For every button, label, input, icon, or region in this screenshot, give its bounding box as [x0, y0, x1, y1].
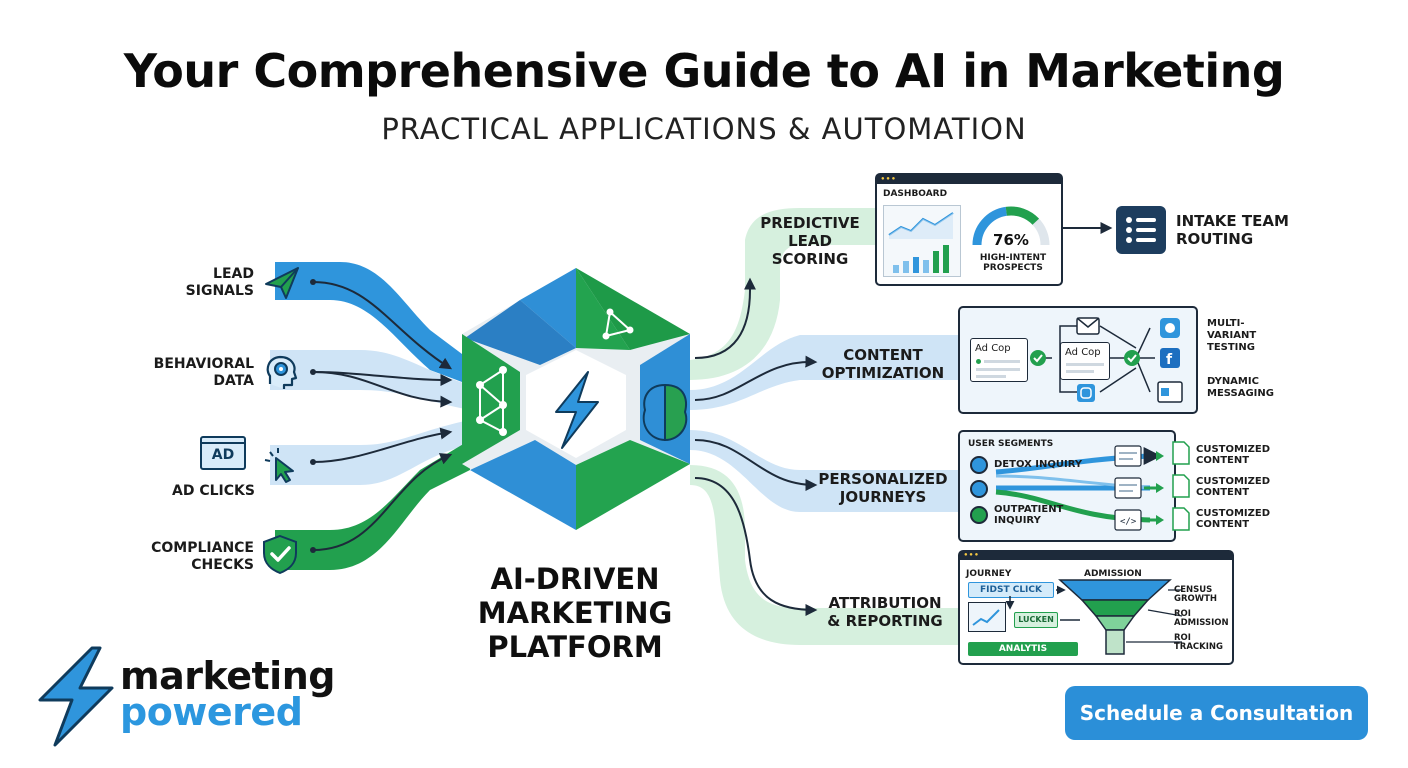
user-segments-card: USER SEGMENTS </> DETOX INQUIRY OUTPATIE…	[958, 430, 1176, 542]
input-ad-clicks-label: AD CLICKS	[172, 483, 255, 499]
intent-gauge	[972, 206, 1050, 246]
first-click-tag: FIDST CLICK	[968, 582, 1054, 598]
cursor-click-icon	[264, 448, 294, 483]
ad-copy-card-1: Ad Cop	[970, 338, 1028, 382]
ad-copy-card-2: Ad Cop	[1060, 342, 1110, 380]
user-avatar-icon	[970, 480, 988, 498]
dashboard-charts	[883, 205, 961, 277]
logo-lightning-icon	[38, 646, 114, 747]
journey-column-label: JOURNEY	[966, 569, 1012, 579]
band-out-scoring	[690, 208, 880, 380]
attribution-card: ● ● ● JOURNEY ADMISSION FIDST CLICK LUCK…	[958, 550, 1234, 665]
gauge-value: 76%	[993, 231, 1029, 249]
lightning-icon	[555, 371, 599, 449]
page-subtitle: PRACTICAL APPLICATIONS & AUTOMATION	[381, 112, 1027, 146]
trend-chart-icon	[968, 602, 1006, 632]
window-dots-icon: ● ● ●	[964, 552, 979, 558]
band-lead-signals	[275, 262, 470, 385]
paper-plane-icon	[265, 267, 299, 299]
brain-icon	[642, 383, 688, 442]
list-icon	[1116, 206, 1166, 254]
segment-flows: </>	[995, 445, 1164, 531]
schedule-consultation-button[interactable]: Schedule a Consultation	[1065, 686, 1368, 740]
admission-column-label: ADMISSION	[1084, 569, 1142, 579]
document-icons	[1172, 441, 1190, 531]
ad-badge: AD	[211, 447, 235, 463]
content-optimization-card: f Ad Cop Ad Cop	[958, 306, 1198, 414]
admission-funnel	[1005, 579, 1183, 655]
head-gear-icon	[266, 355, 298, 389]
segment-detox-label: DETOX INQUIRY	[994, 459, 1083, 470]
window-dots-icon: ● ● ●	[881, 176, 896, 182]
variant-flow: f	[1030, 317, 1183, 403]
output-attribution-label: ATTRIBUTION& REPORTING	[827, 594, 943, 630]
lucken-tag: LUCKEN	[1014, 612, 1058, 628]
user-avatar-icon	[970, 456, 988, 474]
logo-text-powered: powered	[120, 690, 303, 734]
band-out-journeys	[690, 430, 960, 512]
dashboard-title: DASHBOARD	[883, 189, 948, 199]
user-avatar-icon	[970, 506, 988, 524]
svg-text:f: f	[1166, 352, 1173, 368]
band-out-attribution	[690, 465, 960, 645]
segments-title: USER SEGMENTS	[968, 439, 1054, 449]
platform-hexagon	[462, 268, 690, 530]
logo-text-marketing: marketing	[120, 654, 335, 698]
ad-click-icon: AD	[200, 436, 246, 472]
svg-text:</>: </>	[1120, 517, 1137, 527]
window-titlebar	[877, 175, 1061, 184]
band-out-content	[690, 335, 960, 410]
page-title: Your Comprehensive Guide to AI in Market…	[123, 44, 1285, 98]
shield-check-icon	[263, 534, 297, 575]
segment-outpatient-label: OUTPATIENT INQUIRY	[994, 504, 1064, 526]
analytics-tag: ANALYTIS	[968, 642, 1078, 656]
band-behavioral	[270, 350, 470, 410]
